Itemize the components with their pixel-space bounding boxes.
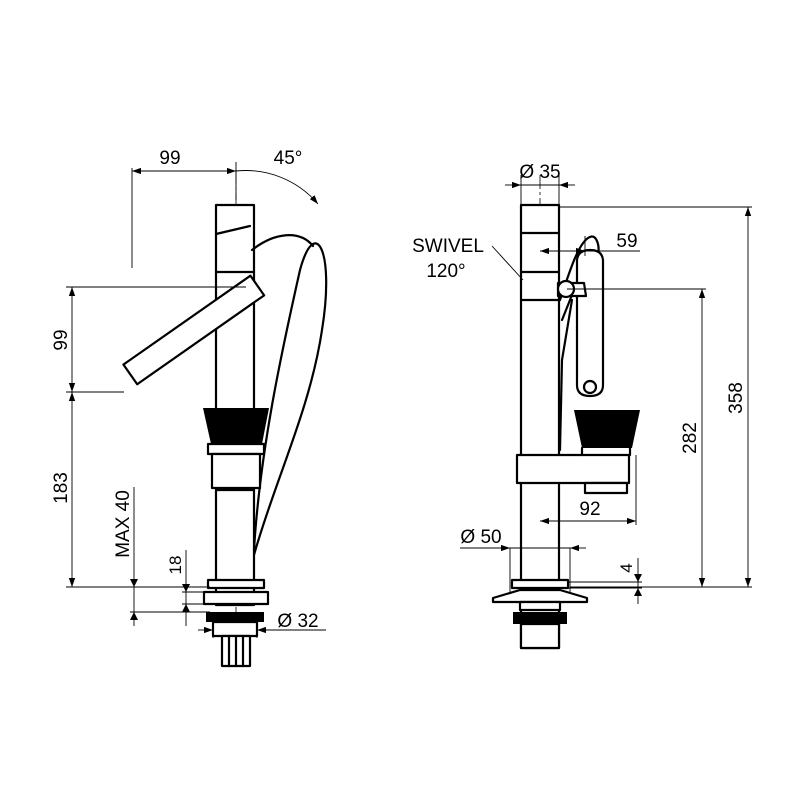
dim-base-diameter-label: Ø 50 xyxy=(460,527,501,548)
dim-spout-height-label: 282 xyxy=(680,422,701,454)
flexible-spout xyxy=(250,234,328,557)
faucet-body xyxy=(214,203,256,607)
dim-total-height: 358 xyxy=(559,206,752,588)
dim-nut: 18 xyxy=(166,550,210,626)
dim-spout-height: 282 xyxy=(567,288,706,587)
left-faucet-view: 99 45° 99 183 MAX 40 xyxy=(51,148,328,668)
dim-shank-label: Ø 32 xyxy=(277,611,318,632)
brush-collar xyxy=(203,408,269,490)
dim-spray-offset-label: 59 xyxy=(616,231,637,252)
dim-max-thickness: MAX 40 xyxy=(113,487,210,626)
dim-top-diameter-label: Ø 35 xyxy=(519,162,560,183)
swivel-label-line1: SWIVEL xyxy=(412,236,484,257)
dim-handle-height-label: 99 xyxy=(51,329,72,350)
dim-body-height-label: 183 xyxy=(51,472,72,504)
dim-spout-reach-label: 99 xyxy=(159,148,180,169)
dim-shank: Ø 32 xyxy=(198,611,326,638)
dim-angle-label: 45° xyxy=(274,148,303,169)
spray-head xyxy=(556,235,605,452)
swivel-label-line2: 120° xyxy=(426,261,465,282)
dim-base-diameter: Ø 50 xyxy=(460,527,586,552)
dim-spout-reach: 99 xyxy=(131,148,237,268)
dim-total-height-label: 358 xyxy=(726,382,747,414)
dim-base-gap-label: 4 xyxy=(617,563,636,572)
mounting-base-front xyxy=(491,548,589,650)
dim-angle: 45° xyxy=(235,148,319,205)
dim-spray-offset: 59 xyxy=(540,231,640,256)
mounting-base xyxy=(202,578,270,668)
dim-base-gap: 4 xyxy=(568,558,642,604)
swivel-callout: SWIVEL 120° xyxy=(412,236,524,282)
brush-collar-front xyxy=(515,410,640,495)
dim-max-thickness-label: MAX 40 xyxy=(113,490,134,558)
dim-spout-projection-label: 92 xyxy=(579,499,600,520)
right-faucet-view: Ø 35 SWIVEL 120° 59 358 282 xyxy=(412,162,752,650)
dim-handle-height: 99 xyxy=(51,286,246,393)
dim-body-height: 183 xyxy=(51,392,210,588)
dim-spout-projection: 92 xyxy=(540,455,637,525)
lever-handle xyxy=(122,274,266,386)
dim-top-diameter: Ø 35 xyxy=(505,162,575,205)
dim-nut-label: 18 xyxy=(166,556,185,575)
